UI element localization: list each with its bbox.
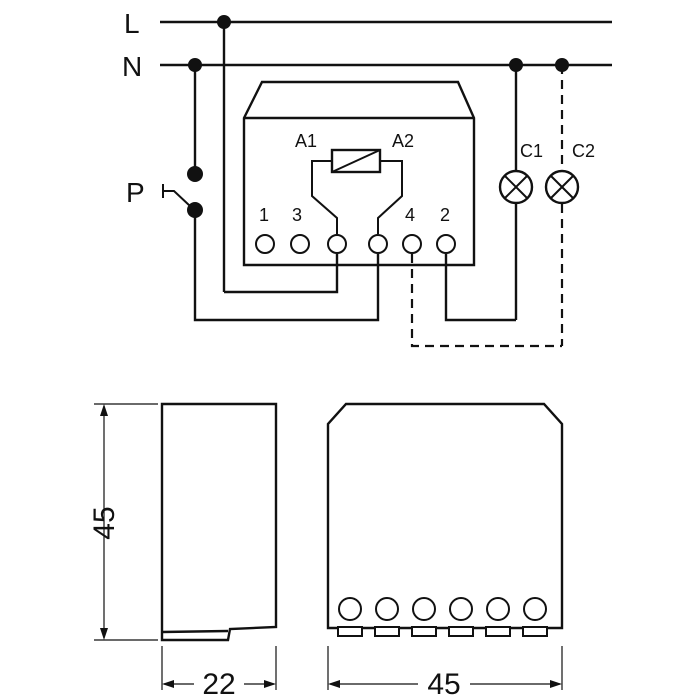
lamp-c2-icon bbox=[544, 169, 580, 205]
terminal-3 bbox=[290, 234, 310, 254]
pushbutton-label: P bbox=[126, 177, 145, 208]
terminal-label-2: 2 bbox=[440, 205, 450, 225]
side-width-arrow-right bbox=[264, 680, 276, 688]
front-width-arrow-left bbox=[328, 680, 340, 688]
lamp-label-c1: C1 bbox=[520, 141, 543, 161]
side-view-body bbox=[160, 402, 278, 642]
terminal-label-3: 3 bbox=[292, 205, 302, 225]
wire-button-to-coil bbox=[193, 211, 380, 322]
height-arrow-top bbox=[100, 404, 108, 416]
terminal-2 bbox=[436, 234, 456, 254]
coil-lead-a2 bbox=[377, 160, 403, 234]
pushbutton-contact-bottom bbox=[187, 202, 203, 218]
wire-line-to-coil bbox=[224, 254, 339, 294]
junction-line bbox=[217, 15, 231, 29]
coil-diagonal bbox=[331, 149, 381, 173]
coil-lead-a1 bbox=[311, 160, 338, 234]
terminal-a1 bbox=[327, 234, 347, 254]
coil-label-a1: A1 bbox=[295, 131, 317, 151]
front-view: 45 bbox=[326, 402, 564, 700]
junction-neutral-c1 bbox=[509, 58, 523, 72]
front-width-arrow-right bbox=[550, 680, 562, 688]
front-terminal-5 bbox=[486, 597, 510, 621]
terminal-a2 bbox=[368, 234, 388, 254]
terminal-4 bbox=[402, 234, 422, 254]
front-width-label: 45 bbox=[427, 668, 460, 700]
lamp-label-c2: C2 bbox=[572, 141, 595, 161]
side-width-label: 22 bbox=[202, 668, 235, 700]
schematic: L N A1 A2 1 3 4 2 P bbox=[122, 8, 612, 348]
terminal-label-1: 1 bbox=[259, 205, 269, 225]
front-terminal-1 bbox=[338, 597, 362, 621]
terminal-1 bbox=[255, 234, 275, 254]
front-terminal-6 bbox=[523, 597, 547, 621]
side-view-base-line bbox=[161, 629, 229, 634]
pushbutton-contact bbox=[162, 184, 191, 207]
terminal-label-4: 4 bbox=[405, 205, 415, 225]
front-width-label-bg bbox=[418, 666, 470, 696]
front-terminal-4 bbox=[449, 597, 473, 621]
lamp-c1-icon bbox=[498, 169, 534, 205]
pushbutton-contact-top bbox=[187, 166, 203, 182]
front-view-feet bbox=[337, 626, 548, 637]
height-dimension-label: 45 bbox=[88, 506, 121, 539]
side-width-arrow-left bbox=[162, 680, 174, 688]
side-width-label-bg bbox=[194, 666, 244, 696]
coil-label-a2: A2 bbox=[392, 131, 414, 151]
height-arrow-bottom bbox=[100, 628, 108, 640]
junction-neutral bbox=[188, 58, 202, 72]
wire-terminal4-to-c2 bbox=[410, 254, 562, 348]
front-terminal-3 bbox=[412, 597, 436, 621]
side-view: 45 22 bbox=[88, 402, 278, 700]
neutral-label: N bbox=[122, 51, 142, 82]
junction-neutral-c2 bbox=[555, 58, 569, 72]
front-terminal-2 bbox=[375, 597, 399, 621]
front-view-body bbox=[326, 402, 564, 630]
wire-terminal2-to-c1 bbox=[444, 254, 516, 322]
line-label: L bbox=[124, 8, 140, 39]
